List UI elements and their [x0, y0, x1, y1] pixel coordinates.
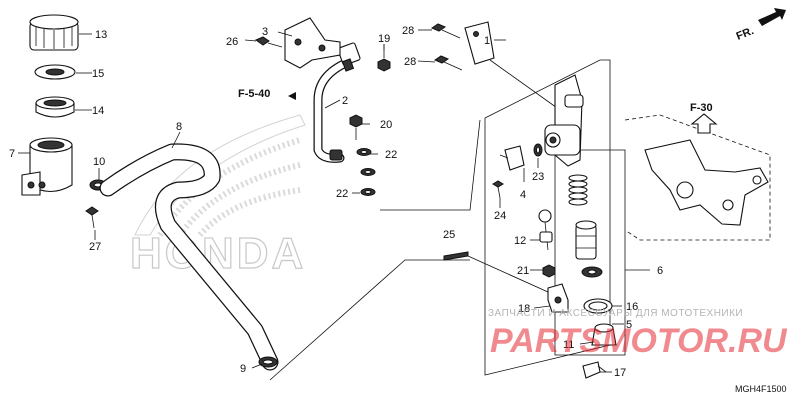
part-number-25: 25	[443, 229, 455, 241]
watermark-caption: ЗАПЧАСТИ И АКСЕССУАРЫ ДЛЯ МОТОТЕХНИКИ	[488, 308, 743, 319]
part-number-24: 24	[494, 210, 506, 222]
part-number-28a: 28	[402, 25, 414, 37]
cylinder-joint	[499, 145, 525, 171]
joint-pin	[582, 361, 607, 379]
circlip	[583, 298, 613, 314]
lower-group-line	[269, 259, 470, 381]
part-number-9: 9	[240, 363, 246, 375]
reservoir-bolt	[85, 206, 99, 229]
part-number-17: 17	[614, 367, 626, 379]
part-number-16: 16	[626, 301, 638, 313]
part-number-18: 18	[518, 303, 530, 315]
joint-o-ring	[533, 143, 543, 157]
reservoir-diaphragm	[35, 96, 75, 118]
part-number-10: 10	[93, 156, 105, 168]
master-cylinder-body	[544, 74, 584, 167]
push-rod-plate	[464, 21, 495, 65]
part-number-8: 8	[176, 121, 182, 133]
honda-watermark-text: HONDA	[130, 229, 306, 278]
part-number-2: 2	[342, 95, 348, 107]
rear-brake-bracket	[644, 139, 769, 226]
up-arrow-icon	[690, 113, 718, 134]
part-number-23: 23	[532, 171, 544, 183]
hose-bracket	[284, 17, 341, 69]
part-number-22a: 22	[385, 149, 397, 161]
lock-nut	[542, 264, 556, 278]
push-rod	[538, 209, 553, 251]
part-number-26: 26	[226, 36, 238, 48]
direction-ref-arrow-icon	[288, 92, 296, 100]
mounting-bolt-upper	[430, 23, 461, 39]
piston-cup	[581, 266, 603, 278]
fluid-reservoir	[21, 137, 73, 196]
reservoir-hose-body	[100, 144, 278, 370]
brake-hose-outline	[313, 57, 353, 163]
direction-label: FR.	[735, 25, 756, 43]
part-number-20: 20	[380, 119, 392, 131]
part-number-19: 19	[378, 33, 390, 45]
direction-arrow-icon	[758, 8, 786, 26]
leader-lines	[18, 29, 650, 373]
master-cylinder-group-box	[484, 59, 611, 376]
drawing-code: MGH4F1500	[735, 384, 787, 394]
part-number-11: 11	[563, 339, 574, 351]
hose-group-line	[380, 119, 481, 211]
piston-spring	[568, 174, 588, 206]
part-number-13: 13	[95, 29, 107, 41]
part-number-12: 12	[514, 235, 526, 247]
rod-joint	[547, 283, 569, 313]
part-number-28b: 28	[404, 56, 416, 68]
part-number-22b: 22	[336, 188, 348, 200]
hose-clip-lower	[258, 356, 278, 368]
brake-hose-upper-fitting	[337, 42, 361, 72]
joint-screw	[492, 180, 504, 199]
ref-label-f540: F-5-40	[238, 88, 270, 100]
part-number-27: 27	[89, 241, 101, 253]
oil-bolt-upper	[377, 44, 391, 72]
part-number-21: 21	[517, 265, 529, 277]
brake-hose-lower-fitting	[329, 149, 343, 161]
reservoir-cap	[29, 14, 79, 51]
part-number-3: 3	[262, 26, 268, 38]
watermark-site: PARTSMOTOR.RU	[490, 322, 788, 360]
bracket-reference-box	[624, 114, 771, 241]
sealing-washers	[356, 148, 376, 196]
mounting-bolt-lower	[433, 55, 463, 71]
part-number-6: 6	[657, 265, 663, 277]
cotter-pin-leader	[467, 255, 549, 293]
ref-label-f30: F-30	[690, 102, 713, 114]
part-number-1: 1	[484, 35, 490, 47]
piston	[575, 220, 597, 260]
part-number-14: 14	[92, 105, 104, 117]
part-number-4: 4	[520, 189, 526, 201]
part-number-labels: 1 2 3 4 5 6 7 8 9 10 11 12 13 14 15 16 1…	[9, 25, 663, 379]
reservoir-plate	[34, 64, 76, 80]
part-number-15: 15	[92, 68, 104, 80]
part-number-7: 7	[9, 148, 15, 160]
boot	[591, 323, 617, 346]
cotter-pin	[443, 251, 469, 261]
plate-leader	[489, 59, 561, 111]
oil-bolt-lower	[349, 114, 363, 140]
part-number-5: 5	[626, 319, 632, 331]
bracket-bolt	[254, 36, 283, 48]
